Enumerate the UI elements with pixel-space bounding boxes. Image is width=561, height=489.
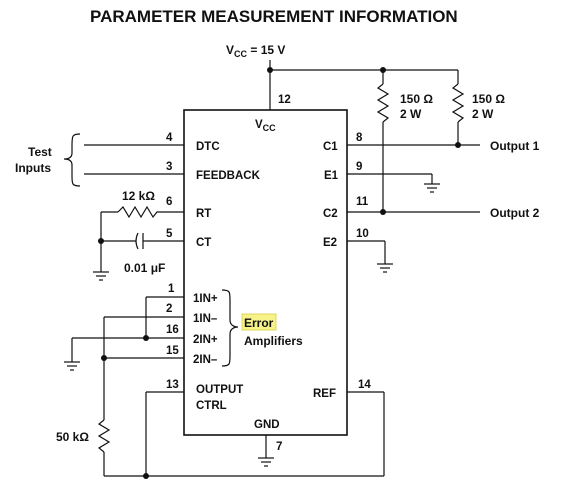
gnd-pin-label: GND	[254, 419, 280, 431]
gnd-pin-number: 7	[276, 441, 282, 453]
vcc-pin-label: VCC	[255, 119, 276, 133]
pot-resistor	[97, 419, 111, 453]
pin-number-2in-minus: 15	[166, 345, 179, 357]
pin-label-c2: C2	[323, 208, 338, 220]
load-junction-dot	[380, 67, 386, 73]
pin-label-output: OUTPUT	[196, 384, 243, 396]
pin-label-ref: REF	[313, 388, 336, 400]
pot-resistor-value: 50 kΩ	[56, 430, 89, 444]
error-amplifiers-label-line2: Amplifiers	[244, 334, 303, 348]
test-inputs-brace	[63, 133, 81, 187]
pin-label-feedback: FEEDBACK	[196, 170, 261, 182]
ct-capacitor-curved-plate	[135, 232, 139, 250]
pin-label-2in-minus: 2IN–	[193, 354, 218, 366]
pin-label-2in-plus: 2IN+	[193, 334, 218, 346]
pin-number-e1: 9	[356, 161, 362, 173]
load-resistor-1	[376, 83, 390, 123]
pin-number-1in-minus: 2	[166, 303, 172, 315]
supply-label: VCC = 15 V	[226, 43, 285, 59]
pin-number-e2: 10	[356, 228, 369, 240]
vcc-wiring	[267, 60, 459, 110]
right-pins: 8 C1 9 E1 11 C2 10 E2 14 REF	[313, 132, 480, 476]
error-highlight	[241, 313, 277, 331]
error-amplifiers-label-line1: Error	[244, 316, 274, 330]
test-inputs-label-line1: Test	[28, 145, 52, 159]
load-resistor-2-value: 150 Ω	[472, 92, 505, 106]
pin-number-c2: 11	[356, 196, 369, 208]
load-resistor-2	[451, 83, 465, 123]
output-1-label: Output 1	[490, 139, 540, 153]
pin-number-2in-plus: 16	[166, 324, 179, 336]
output-2-label: Output 2	[490, 206, 540, 220]
ct-capacitor-value: 0.01 μF	[124, 261, 165, 275]
vcc-junction-dot	[267, 67, 273, 73]
pin-number-1in-plus: 1	[168, 283, 175, 295]
load-resistor-2-power: 2 W	[472, 107, 494, 121]
pin-number-output-ctrl: 13	[166, 379, 179, 391]
pin-number-feedback: 3	[166, 161, 172, 173]
pin-label-ct: CT	[196, 237, 211, 249]
pin-label-e1: E1	[324, 170, 339, 182]
pin-label-c1: C1	[323, 141, 338, 153]
pin-label-rt: RT	[196, 208, 211, 220]
rt-resistor	[117, 205, 160, 219]
pin-number-dtc: 4	[166, 132, 173, 144]
pin-number-c1: 8	[356, 132, 363, 144]
test-inputs-label-line2: Inputs	[15, 161, 51, 175]
pin-label-1in-plus: 1IN+	[193, 293, 218, 305]
left-pins: 4 DTC 3 FEEDBACK 6 RT 5 CT 1 1IN+ 2 1IN–…	[84, 132, 261, 412]
load-resistor-1-value: 150 Ω	[400, 92, 433, 106]
page-title: PARAMETER MEASUREMENT INFORMATION	[90, 7, 458, 26]
error-amp-input-network	[64, 297, 384, 479]
load-resistor-1-power: 2 W	[400, 107, 422, 121]
rt-network	[93, 205, 160, 281]
vcc-pin-number: 12	[278, 94, 291, 106]
pin-number-ct: 5	[166, 228, 173, 240]
pin-label-e2: E2	[323, 237, 337, 249]
pin-label-1in-minus: 1IN–	[193, 313, 218, 325]
pin-number-ref: 14	[358, 379, 371, 391]
error-amplifiers-brace	[221, 289, 239, 367]
pin-label-ctrl: CTRL	[196, 400, 227, 412]
pin-label-dtc: DTC	[196, 141, 220, 153]
pin-number-rt: 6	[166, 196, 172, 208]
rt-resistor-value: 12 kΩ	[122, 189, 155, 203]
